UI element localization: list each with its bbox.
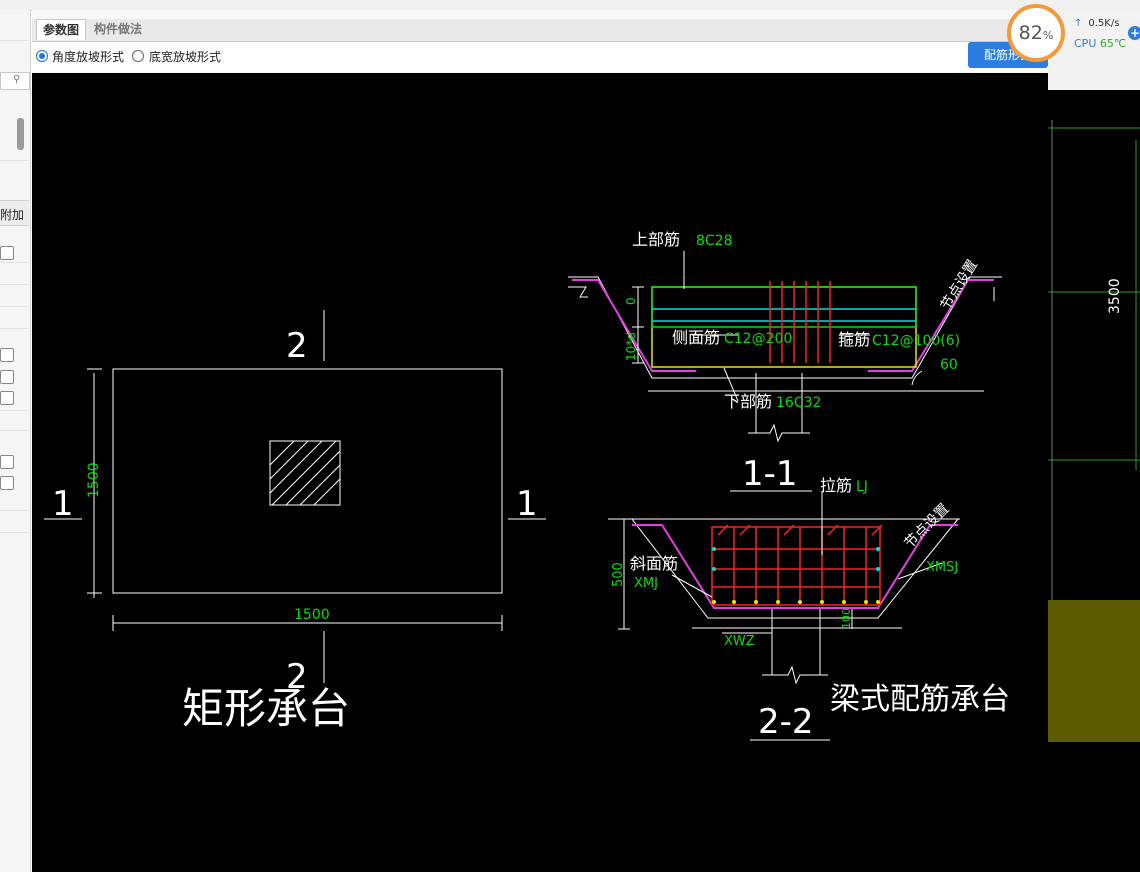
background-app-canvas: 3500	[1048, 90, 1140, 872]
left-property-panel: ⚲ 附加	[0, 10, 31, 872]
top-bar-label: 上部筋	[632, 230, 680, 249]
column-header-label: 附加	[0, 208, 25, 222]
slope-bar-label: 斜面筋	[630, 554, 678, 573]
section-1-1-drawing: 0 10*d 上部筋 8C28 侧面筋 C12@200 箍筋 C12@100(6…	[568, 230, 1002, 494]
dim-side-label: 10*d	[624, 332, 638, 361]
cad-drawing: 2 2 1 1 1500 1500 矩形承台	[44, 230, 1010, 742]
slope-option-row: 角度放坡形式 底宽放坡形式 配筋形式	[32, 42, 1048, 72]
panel-row	[0, 160, 29, 161]
cpu-label: CPU	[1074, 37, 1097, 50]
panel-row	[0, 284, 29, 285]
section-mark-top: 2	[286, 326, 308, 366]
section-mark-right: 1	[516, 484, 538, 524]
section-1-1-label: 1-1	[742, 454, 798, 494]
node-setting-label: 节点设置	[938, 257, 981, 313]
panel-row	[0, 328, 29, 329]
top-bar-value: 8C28	[696, 233, 733, 249]
cpu-temp-value: 65℃	[1099, 37, 1127, 50]
row-checkbox[interactable]	[0, 348, 14, 362]
panel-column-header: 附加	[0, 200, 29, 226]
row-checkbox[interactable]	[0, 476, 14, 490]
side-bar-value: C12@200	[724, 331, 792, 347]
column-section	[269, 440, 341, 506]
rect-cap-drawing: 2 2 1 1 1500 1500 矩形承台	[44, 310, 546, 733]
dim-zero-label: 0	[624, 297, 638, 305]
panel-scrollbar[interactable]	[17, 118, 24, 150]
panel-row	[0, 306, 29, 307]
section-mark-left: 1	[52, 484, 74, 524]
search-icon: ⚲	[13, 74, 21, 85]
tab-bar: 参数图 构件做法	[32, 19, 1048, 42]
xwz-label: XWZ	[724, 634, 755, 649]
background-dimension-label: 3500	[1107, 278, 1123, 314]
panel-search-input[interactable]: ⚲	[0, 72, 30, 90]
cpu-temperature: CPU 65℃	[1074, 37, 1126, 50]
radio-angle-slope[interactable]	[36, 50, 48, 62]
node-setting-label-2: 节点设置	[902, 501, 953, 552]
percent-sign: %	[1042, 29, 1054, 42]
beam-cap-title: 梁式配筋承台	[830, 682, 1010, 717]
section-2-2-label: 2-2	[758, 702, 814, 742]
panel-row	[0, 40, 29, 41]
network-speed: ↑ 0.5K/s	[1074, 18, 1119, 29]
memory-usage-badge[interactable]: 82%	[1007, 4, 1065, 62]
upload-arrow-icon: ↑	[1074, 18, 1083, 29]
radio-width-slope-label[interactable]: 底宽放坡形式	[149, 50, 222, 64]
xmsj-label: XMSJ	[926, 560, 958, 575]
stirrup-label: 箍筋	[838, 330, 870, 349]
dim-width-label: 1500	[294, 607, 330, 623]
row-checkbox[interactable]	[0, 370, 14, 384]
bottom-bar-label: 下部筋	[724, 392, 772, 411]
background-drawing: 3500	[1048, 120, 1140, 742]
tab-parameter-diagram[interactable]: 参数图	[36, 19, 86, 40]
panel-row	[0, 430, 29, 431]
panel-row	[0, 532, 29, 533]
memory-percent: 82	[1018, 22, 1043, 44]
panel-row	[0, 262, 29, 263]
column-hatch	[270, 441, 340, 505]
row-checkbox[interactable]	[0, 246, 14, 260]
panel-row	[0, 510, 29, 511]
parameter-dialog: 参数图 构件做法 角度放坡形式 底宽放坡形式 配筋形式	[32, 10, 1048, 872]
slope-angle-label: 60	[940, 357, 958, 373]
radio-width-slope[interactable]	[132, 50, 144, 62]
dim-height-label-2: 500	[611, 562, 626, 587]
dim-bottom-label: 100	[840, 608, 853, 629]
rect-cap-title: 矩形承台	[182, 684, 350, 733]
bottom-bar-value: 16C32	[776, 395, 821, 411]
row-checkbox[interactable]	[0, 455, 14, 469]
parameter-drawing-canvas: 2 2 1 1 1500 1500 矩形承台	[32, 73, 1048, 872]
dim-height-label: 1500	[86, 462, 102, 498]
tie-bar-label: 拉筋	[820, 476, 852, 495]
tab-component-method[interactable]: 构件做法	[94, 22, 143, 36]
section-mark-bottom: 2	[286, 657, 308, 697]
slope-bar-code: XMJ	[634, 576, 658, 591]
network-speed-value: 0.5K/s	[1088, 18, 1120, 29]
tie-bar-value: LJ	[856, 479, 868, 495]
section-2-2-drawing: 500 100 拉筋 LJ 斜面筋 XMJ 节点设置 XMSJ XWZ 2-2 …	[608, 476, 1010, 742]
plus-icon[interactable]: +	[1128, 26, 1140, 40]
panel-row	[0, 410, 29, 411]
row-checkbox[interactable]	[0, 391, 14, 405]
stirrup-value: C12@100(6)	[872, 333, 960, 349]
rect-cap-outline	[112, 368, 503, 594]
side-bar-label: 侧面筋	[672, 328, 720, 347]
radio-angle-slope-label[interactable]: 角度放坡形式	[52, 50, 125, 64]
